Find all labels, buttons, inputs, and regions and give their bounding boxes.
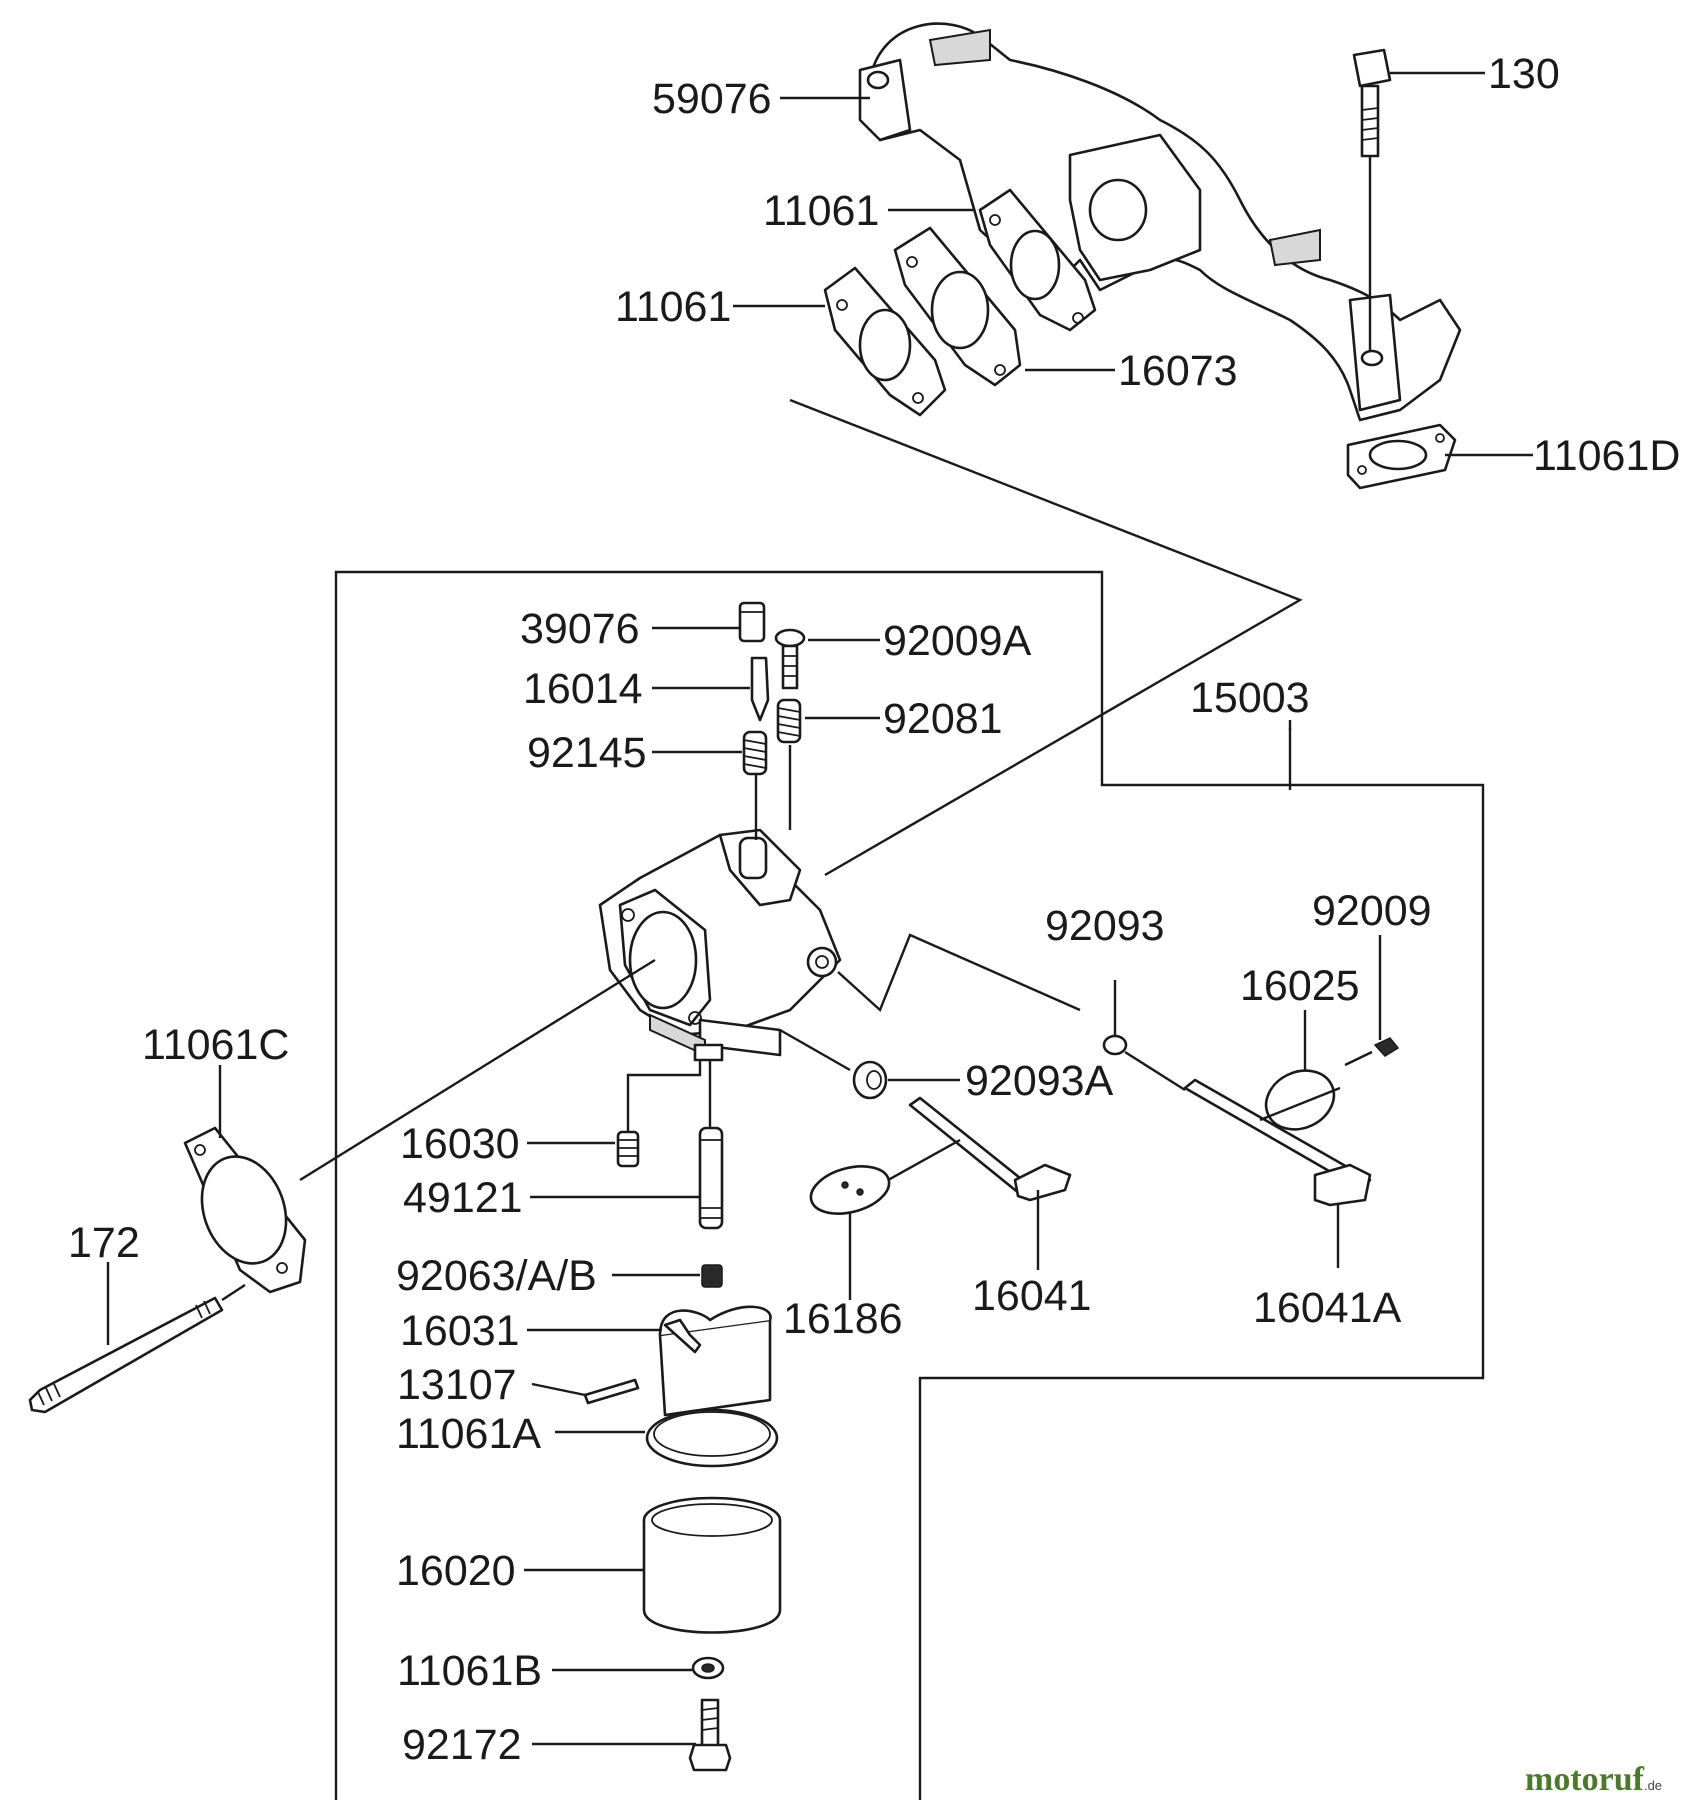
kit-outline-15003 <box>334 570 1485 1800</box>
label-92145: 92145 <box>527 729 647 777</box>
label-92063-A-B: 92063/A/B <box>396 1252 597 1300</box>
washer-11061B <box>691 1656 725 1680</box>
label-49121: 49121 <box>403 1174 523 1222</box>
label-16073: 16073 <box>1118 347 1238 395</box>
label-92009A: 92009A <box>883 617 1032 665</box>
label-13107: 13107 <box>397 1361 517 1409</box>
oring-11061A <box>645 1408 779 1468</box>
label-92093A: 92093A <box>965 1057 1114 1105</box>
label-11061B: 11061B <box>397 1647 542 1695</box>
label-16030: 16030 <box>400 1120 520 1168</box>
label-16014: 16014 <box>523 665 643 713</box>
label-172: 172 <box>68 1219 140 1267</box>
label-16031: 16031 <box>400 1307 520 1355</box>
label-16041: 16041 <box>972 1272 1092 1320</box>
screw-92009 <box>1344 1037 1400 1067</box>
shaft-16041A <box>1183 1078 1372 1207</box>
label-11061-lower: 11061 <box>615 283 731 331</box>
needle-16014 <box>750 656 770 722</box>
seal-92093A <box>852 1060 888 1100</box>
label-11061C: 11061C <box>142 1021 289 1069</box>
pin-13107 <box>583 1378 640 1405</box>
label-39076: 39076 <box>520 605 640 653</box>
jet-16030 <box>616 1130 640 1168</box>
bolt-130 <box>1352 48 1392 350</box>
seal-92093 <box>1102 980 1128 1056</box>
label-92009: 92009 <box>1312 887 1432 935</box>
label-15003: 15003 <box>1190 674 1310 722</box>
motoruf-logo: motoruf.de <box>1525 1761 1662 1798</box>
screw-92009A <box>774 628 806 690</box>
label-16041A: 16041A <box>1253 1284 1402 1332</box>
label-16025: 16025 <box>1240 962 1360 1010</box>
label-11061D: 11061D <box>1533 432 1680 480</box>
label-16186: 16186 <box>783 1295 903 1343</box>
label-11061-upper: 11061 <box>763 187 879 235</box>
gasket-stack <box>823 188 1097 417</box>
gasket-11061D <box>1346 423 1457 490</box>
screw-39076 <box>738 601 766 643</box>
gasket-11061C <box>183 1126 307 1294</box>
jet-49121 <box>698 1126 724 1230</box>
jet-92063 <box>701 1264 723 1288</box>
float-16031 <box>658 1305 772 1417</box>
svg-text:motoruf.de: motoruf.de <box>1525 1761 1662 1798</box>
plate-16025 <box>1259 1069 1341 1131</box>
label-92093: 92093 <box>1045 902 1165 950</box>
shaft-16041 <box>908 1096 1072 1202</box>
stud-172 <box>28 1296 224 1414</box>
spring-92081 <box>776 698 802 744</box>
intake-manifold <box>858 22 1462 422</box>
label-16020: 16020 <box>396 1547 516 1595</box>
carburetor-body <box>598 828 842 1062</box>
leader-lines <box>106 71 1533 1746</box>
bolt-92172 <box>688 1698 732 1772</box>
spring-92145 <box>742 730 768 776</box>
label-92081: 92081 <box>883 695 1003 743</box>
label-92172: 92172 <box>402 1721 522 1769</box>
label-11061A: 11061A <box>396 1410 541 1458</box>
bowl-16020 <box>642 1496 782 1634</box>
label-59076: 59076 <box>652 75 772 123</box>
label-130: 130 <box>1488 50 1560 98</box>
